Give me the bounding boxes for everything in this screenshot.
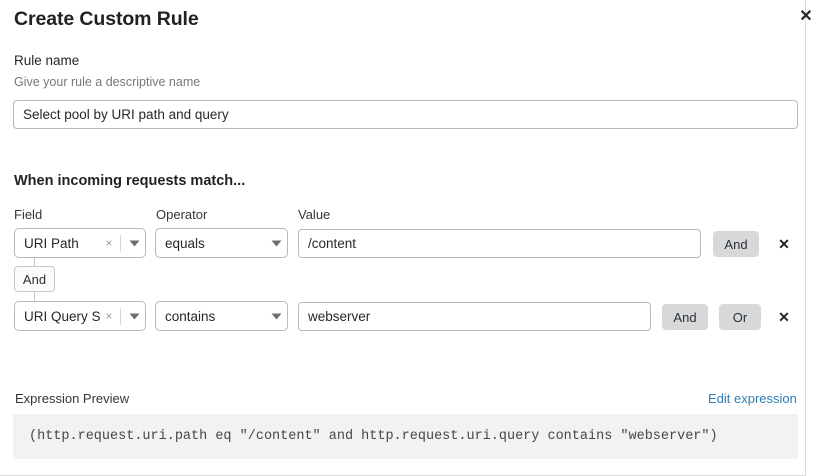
operator-select-row-1-value: equals [165, 235, 205, 251]
field-select-row-1[interactable]: URI Path × [14, 228, 146, 258]
operator-select-row-2-value: contains [165, 308, 216, 324]
field-select-row-1-value: URI Path [24, 235, 79, 251]
column-header-field: Field [14, 207, 43, 222]
edit-expression-link[interactable]: Edit expression [708, 391, 797, 406]
expression-preview-box: (http.request.uri.path eq "/content" and… [13, 414, 798, 459]
and-button-row-1[interactable]: And [713, 231, 759, 257]
divider [120, 234, 121, 252]
column-header-operator: Operator [156, 207, 208, 222]
delete-condition-icon-row-2[interactable]: ✕ [778, 308, 790, 325]
connector-line-bottom [34, 292, 35, 301]
field-select-row-2-value: URI Query St... [24, 308, 101, 324]
divider [120, 307, 121, 325]
chevron-down-icon[interactable] [265, 313, 287, 320]
chevron-down-icon[interactable] [123, 313, 145, 320]
value-input-row-1[interactable] [298, 229, 701, 258]
operator-select-row-1[interactable]: equals [155, 228, 288, 258]
expression-preview-text: (http.request.uri.path eq "/content" and… [29, 429, 718, 444]
chevron-down-icon[interactable] [123, 240, 145, 247]
chevron-down-icon[interactable] [265, 240, 287, 247]
clear-icon[interactable]: × [105, 236, 113, 250]
close-icon[interactable]: ✕ [799, 8, 813, 25]
expression-preview-label: Expression Preview [15, 391, 130, 406]
field-select-row-2[interactable]: URI Query St... × [14, 301, 146, 331]
column-header-value: Value [298, 207, 331, 222]
page-title: Create Custom Rule [14, 8, 199, 30]
or-button-row-2[interactable]: Or [719, 304, 761, 330]
delete-condition-icon-row-1[interactable]: ✕ [778, 235, 790, 252]
value-input-row-2[interactable] [298, 302, 651, 331]
rule-name-sublabel: Give your rule a descriptive name [14, 75, 201, 89]
clear-icon[interactable]: × [105, 309, 113, 323]
rule-name-input[interactable] [13, 100, 798, 129]
connector-line-top [34, 258, 35, 267]
conditions-heading: When incoming requests match... [14, 173, 246, 189]
connector-and-chip[interactable]: And [14, 266, 55, 292]
and-button-row-2[interactable]: And [662, 304, 708, 330]
rule-name-label: Rule name [14, 53, 80, 68]
operator-select-row-2[interactable]: contains [155, 301, 288, 331]
